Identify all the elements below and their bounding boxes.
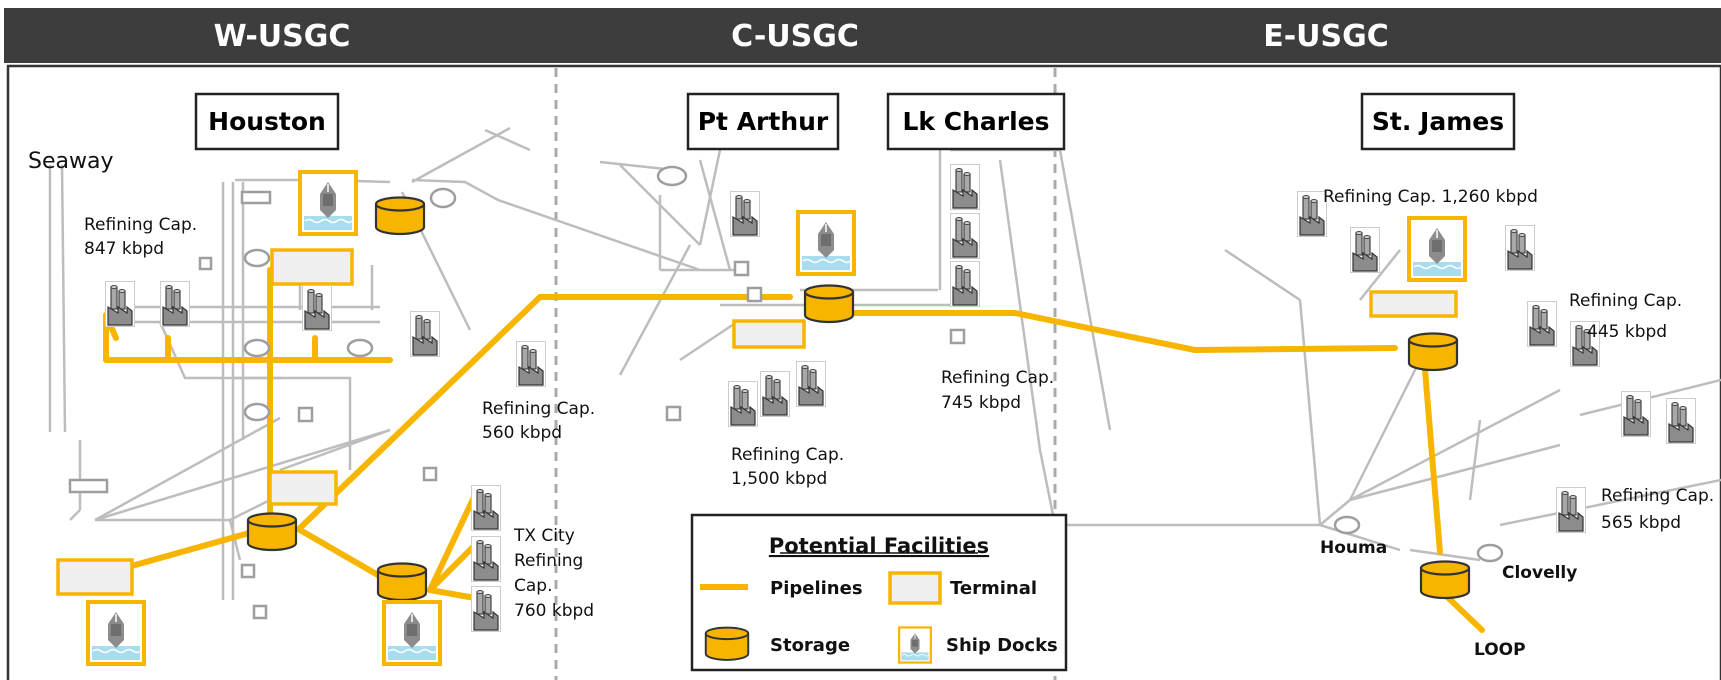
legend-ship-dock-swatch <box>898 626 932 664</box>
hub-title-houston: Houston <box>208 107 326 136</box>
legend-ship-docks-label: Ship Docks <box>946 635 1058 656</box>
header-bar <box>4 8 1721 63</box>
legend-title: Potential Facilities <box>769 534 989 558</box>
hub-box-pt-arthur <box>686 92 840 151</box>
refinery-icon <box>950 163 980 211</box>
label-seaway: Seaway <box>28 149 113 174</box>
capacity-445-line2: 445 kbpd <box>1587 322 1667 342</box>
network-nodes <box>68 165 1504 620</box>
hub-title-lk-charles: Lk Charles <box>902 107 1049 136</box>
diagram-frame <box>6 64 1721 680</box>
capacity-txcity-line4: 760 kbpd <box>514 601 594 621</box>
region-w-usgc: W-USGC <box>214 19 351 54</box>
refinery-icon <box>1621 390 1651 438</box>
refinery-icon <box>516 340 546 388</box>
ship-dock <box>798 212 854 274</box>
existing-pipeline-network <box>48 126 1721 600</box>
refinery-icon <box>160 280 190 328</box>
legend-pipelines-label: Pipelines <box>770 578 863 599</box>
legend-terminal-label: Terminal <box>950 578 1037 599</box>
capacity-445-line1: Refining Cap. <box>1569 291 1682 311</box>
storage-tank <box>803 284 855 324</box>
hub-box-lk-charles <box>886 92 1066 151</box>
hub-box-st-james <box>1360 92 1516 151</box>
refinery-icon <box>410 310 440 358</box>
ship-dock <box>300 172 356 234</box>
label-clovelly: Clovelly <box>1502 563 1577 583</box>
capacity-txcity-line3: Cap. <box>514 576 552 596</box>
legend-box <box>690 513 1068 672</box>
refinery-icon <box>302 284 332 332</box>
capacity-560-line1: Refining Cap. <box>482 399 595 419</box>
terminal <box>268 470 338 506</box>
ship-dock <box>88 602 144 664</box>
region-c-usgc: C-USGC <box>731 19 859 54</box>
legend: Potential Facilities Pipelines Terminal … <box>690 513 1068 672</box>
capacity-txcity-line1: TX City <box>513 526 575 546</box>
terminal <box>1369 290 1458 318</box>
hub-labels: Houston Pt Arthur Lk Charles St. James <box>194 92 1516 151</box>
refinery-icon <box>1505 224 1535 272</box>
capacity-pt-arthur-line2: 1,500 kbpd <box>731 469 827 489</box>
refinery-icon <box>471 484 501 532</box>
refinery-icon <box>760 370 790 418</box>
hub-title-pt-arthur: Pt Arthur <box>698 107 829 136</box>
refinery-icon <box>730 190 760 238</box>
refinery-icon <box>950 260 980 308</box>
legend-terminal-swatch <box>888 571 942 605</box>
capacity-houston-line2: 847 kbpd <box>84 239 164 259</box>
capacity-lk-charles-line2: 745 kbpd <box>941 393 1021 413</box>
capacity-pt-arthur-line1: Refining Cap. <box>731 445 844 465</box>
refinery-icon <box>1527 300 1557 348</box>
refinery-icon <box>796 360 826 408</box>
storage-tank <box>376 562 428 602</box>
storage-tank <box>1407 332 1459 372</box>
storage-tank <box>1419 560 1471 600</box>
refinery-icon <box>1350 226 1380 274</box>
refinery-icon <box>471 535 501 583</box>
capacity-lk-charles-line1: Refining Cap. <box>941 368 1054 388</box>
ship-dock <box>1409 218 1465 280</box>
refinery-icon <box>105 280 135 328</box>
refinery-icon <box>1556 486 1586 534</box>
storage-tank <box>246 512 298 552</box>
legend-storage-label: Storage <box>770 635 850 656</box>
hub-title-st-james: St. James <box>1372 107 1504 136</box>
capacity-st-james: Refining Cap. 1,260 kbpd <box>1323 187 1538 207</box>
capacity-565-line1: Refining Cap. <box>1601 486 1714 506</box>
region-e-usgc: E-USGC <box>1263 19 1389 54</box>
capacity-560-line2: 560 kbpd <box>482 423 562 443</box>
label-houma: Houma <box>1320 538 1387 558</box>
storage-tank <box>374 196 426 236</box>
label-loop: LOOP <box>1474 640 1526 660</box>
terminals <box>56 248 1458 596</box>
place-labels: Seaway Houma Clovelly LOOP <box>28 149 1577 660</box>
capacity-houston-line1: Refining Cap. <box>84 215 197 235</box>
legend-storage-swatch <box>704 626 750 661</box>
terminal <box>270 248 354 286</box>
terminal <box>732 319 806 349</box>
capacity-labels: Refining Cap. 847 kbpd Refining Cap. 560… <box>84 187 1714 621</box>
terminal <box>56 558 134 596</box>
capacity-txcity-line2: Refining <box>514 551 583 571</box>
hub-box-houston <box>194 92 340 151</box>
refinery-icon <box>471 585 501 633</box>
capacity-565-line2: 565 kbpd <box>1601 513 1681 533</box>
refinery-icon <box>1666 397 1696 445</box>
ship-dock <box>384 602 440 664</box>
refinery-icon <box>728 380 758 428</box>
region-header: W-USGC C-USGC E-USGC <box>4 8 1721 63</box>
refinery-icon <box>950 212 980 260</box>
